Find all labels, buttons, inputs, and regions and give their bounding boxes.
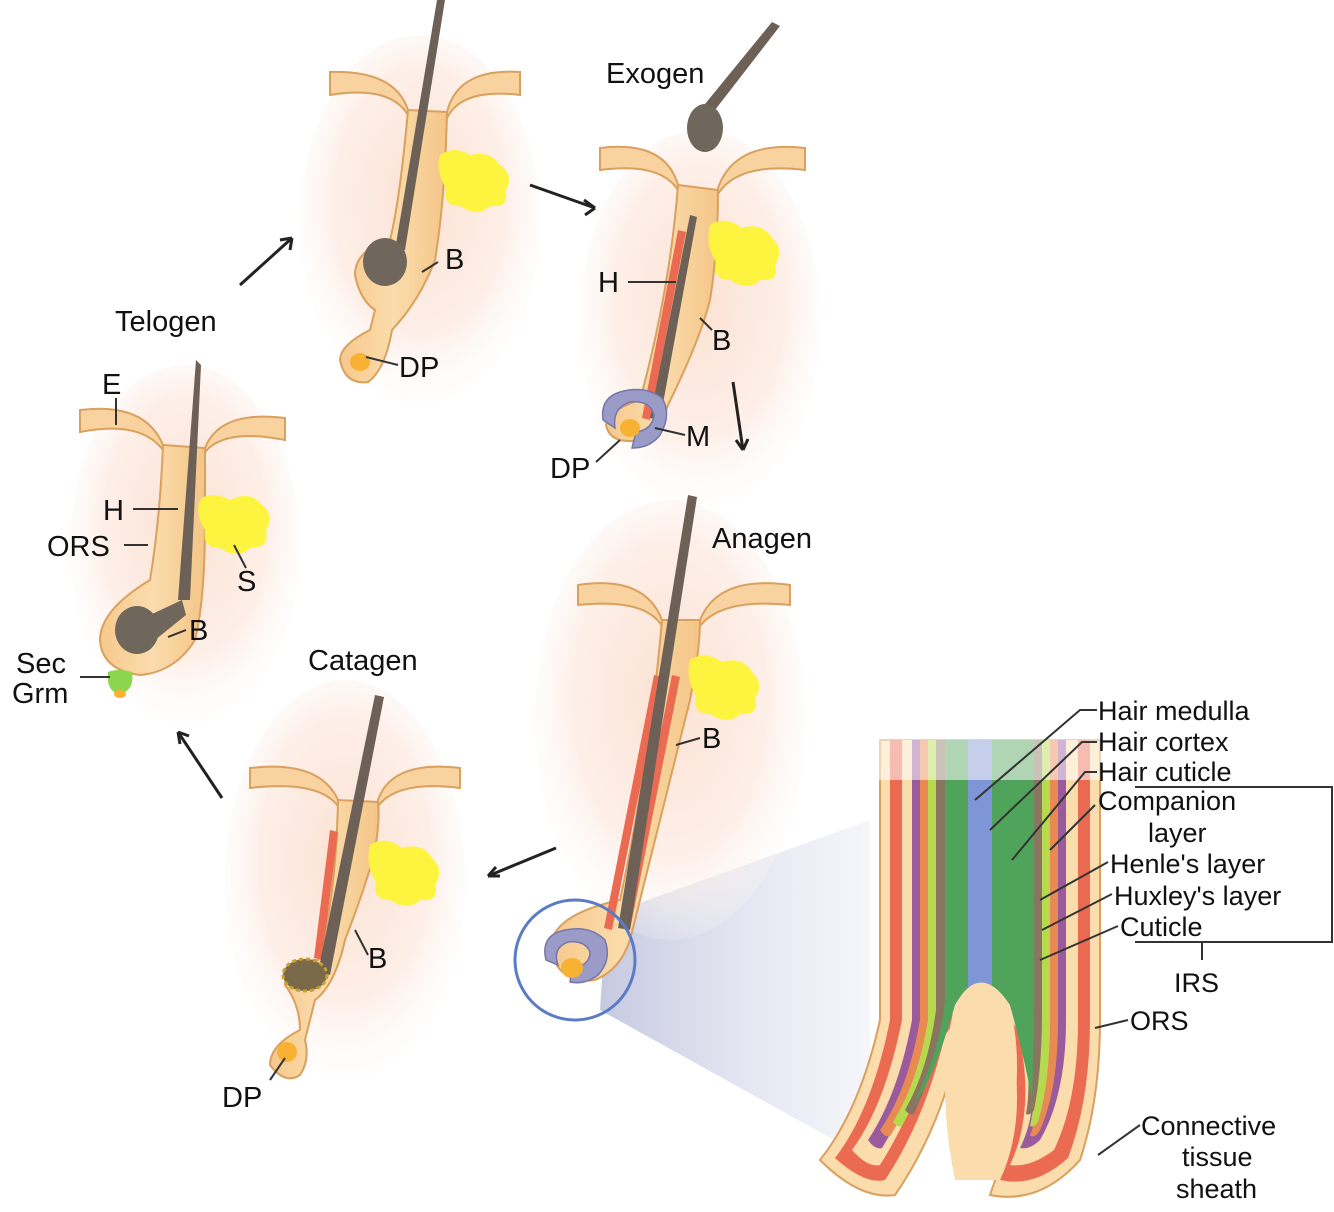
arrow-catagen-to-telogen: [178, 732, 222, 798]
zoom-label-companion-2: layer: [1148, 818, 1207, 848]
zoom-label-ors: ORS: [1130, 1006, 1189, 1036]
early-anagen-label-b: B: [445, 244, 464, 276]
telogen-label-b: B: [189, 615, 208, 647]
zoom-label-connective-1: Connective: [1141, 1111, 1276, 1141]
dermal-papilla: [561, 958, 583, 978]
zoom-label-henle: Henle's layer: [1110, 849, 1265, 879]
stage-title-anagen: Anagen: [712, 523, 812, 555]
zoom-label-hair-medulla: Hair medulla: [1098, 696, 1251, 726]
club-hair-bulb: [363, 238, 407, 286]
dermal-papilla: [277, 1042, 297, 1062]
telogen-label-e: E: [102, 369, 121, 401]
zoom-label-hair-cuticle: Hair cuticle: [1098, 757, 1232, 787]
stage-title-catagen: Catagen: [308, 645, 418, 677]
zoom-label-irs: IRS: [1174, 968, 1219, 998]
arrow-telogen-to-anagen: [240, 238, 292, 285]
zoom-label-companion-1: Companion: [1098, 786, 1236, 816]
dermal-papilla: [350, 353, 370, 371]
zoom-label-connective-3: sheath: [1176, 1174, 1257, 1204]
catagen-label-dp: DP: [222, 1082, 262, 1114]
telogen-label-s: S: [237, 566, 256, 598]
arrow-to-exogen: [530, 185, 595, 208]
club-hair-bulb: [115, 606, 159, 654]
anagen-label-b: B: [702, 723, 721, 755]
zoom-label-hair-cortex: Hair cortex: [1098, 727, 1229, 757]
catagen-follicle: [225, 680, 465, 1080]
exogen-label-h: H: [598, 267, 619, 299]
early-anagen-label-dp: DP: [399, 352, 439, 384]
zoom-label-connective-2: tissue: [1182, 1142, 1253, 1172]
telogen-label-sec: Sec: [16, 648, 66, 680]
arrow-anagen-to-catagen: [488, 848, 556, 876]
zoom-label-huxley: Huxley's layer: [1114, 881, 1281, 911]
stage-title-telogen: Telogen: [115, 306, 217, 338]
stage-title-exogen: Exogen: [606, 58, 704, 90]
telogen-label-grm: Grm: [12, 678, 68, 710]
telogen-label-h: H: [103, 495, 124, 527]
exogen-label-dp: DP: [550, 453, 590, 485]
dermal-papilla: [620, 419, 640, 437]
telogen-label-ors: ORS: [47, 531, 110, 563]
zoom-label-cuticle: Cuticle: [1120, 912, 1203, 942]
exogen-label-b: B: [712, 325, 731, 357]
catagen-label-b: B: [368, 943, 387, 975]
exogen-label-m: M: [686, 421, 710, 453]
regressing-bulb: [283, 959, 327, 991]
early-anagen-follicle: [300, 0, 540, 405]
shed-hair: [705, 22, 780, 110]
